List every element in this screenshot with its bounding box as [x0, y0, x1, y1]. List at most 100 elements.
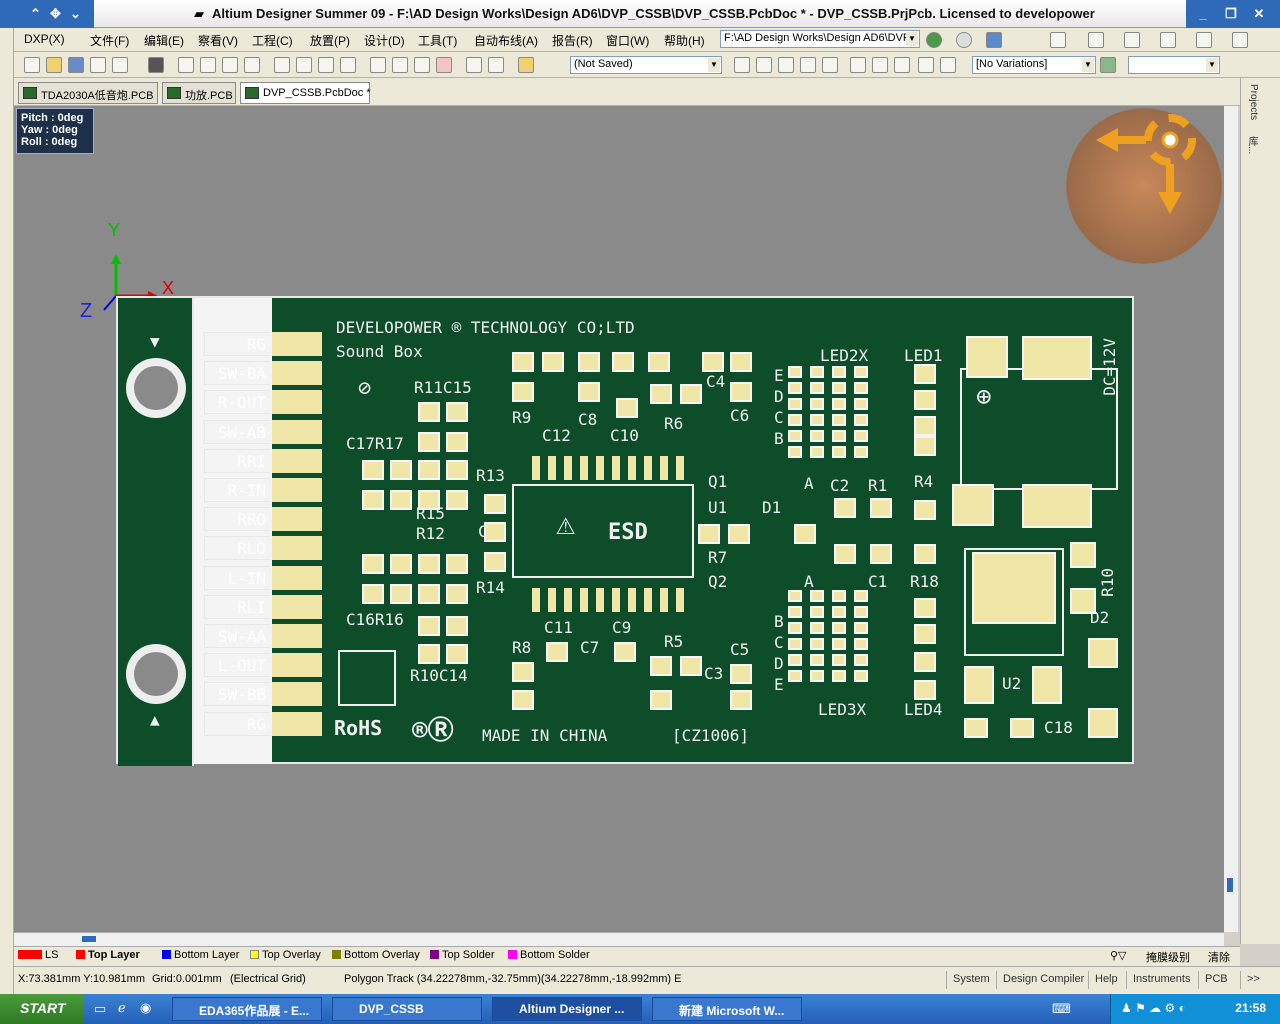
layer-tab-bottom[interactable]: Bottom Layer: [162, 949, 239, 961]
save-icon[interactable]: [68, 57, 84, 73]
home-icon[interactable]: [986, 32, 1002, 48]
tray-icons[interactable]: ♟ ⚑ ☁ ⚙ ◐: [1121, 1001, 1186, 1015]
task-altium[interactable]: Altium Designer ...: [492, 997, 642, 1021]
menu-place[interactable]: 放置(P): [310, 34, 350, 48]
pad-icon[interactable]: [800, 57, 816, 73]
more-panels-button[interactable]: >>: [1240, 971, 1266, 989]
saved-state-combo[interactable]: (Not Saved) ▼: [570, 56, 722, 74]
back-icon[interactable]: [926, 32, 942, 48]
menu-design[interactable]: 设计(D): [364, 34, 405, 48]
diff-pair-icon[interactable]: [756, 57, 772, 73]
text-icon[interactable]: [918, 57, 934, 73]
route-icon[interactable]: [734, 57, 750, 73]
filter-icon[interactable]: [1124, 32, 1140, 48]
tab-amplifier[interactable]: 功放.PCB: [162, 82, 236, 104]
pcb-panel-button[interactable]: PCB: [1198, 971, 1234, 989]
mask-level-button[interactable]: 掩膜级别: [1146, 952, 1190, 964]
layer-tab-bottom-solder[interactable]: Bottom Solder: [508, 949, 590, 961]
horizontal-scroll-thumb[interactable]: [82, 936, 96, 942]
desktop-icon[interactable]: ▭: [94, 1001, 107, 1016]
task-eda365[interactable]: EDA365作品展 - E...: [172, 997, 322, 1021]
print-preview-icon[interactable]: [112, 57, 128, 73]
pcb-3d-canvas[interactable]: Pitch : 0deg Yaw : 0deg Roll : 0deg Y X …: [14, 106, 1224, 932]
print-icon[interactable]: [90, 57, 106, 73]
close-button[interactable]: ✕: [1253, 6, 1265, 21]
tab-dvp-cssb[interactable]: DVP_CSSB.PcbDoc *: [240, 82, 371, 104]
navigation-compass[interactable]: [1066, 108, 1222, 264]
menu-reports[interactable]: 报告(R): [552, 34, 593, 48]
menu-view[interactable]: 察看(V): [198, 34, 238, 48]
open-icon[interactable]: [46, 57, 62, 73]
redo-icon[interactable]: [488, 57, 504, 73]
task-dvp-cssb-folder[interactable]: DVP_CSSB: [332, 997, 482, 1021]
task-word[interactable]: 新建 Microsoft W...: [652, 997, 802, 1021]
menu-dxp[interactable]: DXP(X): [24, 32, 65, 46]
clear-button[interactable]: 清除: [1208, 952, 1230, 964]
select-area-icon[interactable]: [370, 57, 386, 73]
zoom-selected-icon[interactable]: [222, 57, 238, 73]
menu-autoroute[interactable]: 自动布线(A): [474, 34, 538, 48]
paste-icon[interactable]: [318, 57, 334, 73]
via-icon[interactable]: [778, 57, 794, 73]
variations-combo[interactable]: [No Variations] ▼: [972, 56, 1096, 74]
ie-icon[interactable]: ℯ: [118, 1000, 126, 1015]
path-combo[interactable]: F:\AD Design Works\Design AD6\DVP_ ▼: [720, 30, 920, 48]
forward-icon[interactable]: [956, 32, 972, 48]
layer-tab-top-overlay[interactable]: Top Overlay: [250, 949, 321, 961]
zoom-area-icon[interactable]: [200, 57, 216, 73]
cross-probe-icon[interactable]: [518, 57, 534, 73]
quick-launch-icon[interactable]: ◉: [140, 1000, 152, 1015]
new-icon[interactable]: [24, 57, 40, 73]
undo-icon[interactable]: [466, 57, 482, 73]
layers-icon[interactable]: [1088, 32, 1104, 48]
window-icon[interactable]: [1196, 32, 1212, 48]
layer-tab-top-solder[interactable]: Top Solder: [430, 949, 495, 961]
chart-icon[interactable]: [1050, 32, 1066, 48]
variant-manager-icon[interactable]: [1100, 57, 1116, 73]
polygon-icon[interactable]: [894, 57, 910, 73]
zoom-fit-icon[interactable]: [178, 57, 194, 73]
menu-project[interactable]: 工程(C): [252, 34, 293, 48]
down-arrow-icon[interactable]: ⌄: [70, 6, 81, 21]
keyboard-icon[interactable]: ⌨: [1052, 1001, 1071, 1016]
tab-tda2030a[interactable]: TDA2030A低音炮.PCB: [18, 82, 158, 104]
clear-filter-icon[interactable]: [436, 57, 452, 73]
vertical-scroll-thumb[interactable]: [1227, 878, 1233, 892]
rubber-stamp-icon[interactable]: [340, 57, 356, 73]
menu-tools[interactable]: 工具(T): [418, 34, 458, 48]
restore-button[interactable]: ❐: [1225, 6, 1237, 21]
layer-tab-top[interactable]: Top Layer: [76, 949, 140, 961]
start-button[interactable]: START: [0, 994, 84, 1024]
copy-icon[interactable]: [296, 57, 312, 73]
instruments-button[interactable]: Instruments: [1126, 971, 1196, 989]
arc-icon[interactable]: [850, 57, 866, 73]
minimize-button[interactable]: _: [1199, 6, 1207, 21]
deselect-icon[interactable]: [414, 57, 430, 73]
layer-tab-bottom-overlay[interactable]: Bottom Overlay: [332, 949, 420, 961]
menu-help[interactable]: 帮助(H): [664, 34, 705, 48]
3d-view-icon[interactable]: [148, 57, 164, 73]
library-panel-tab[interactable]: 库...: [1246, 136, 1257, 155]
up-arrow-icon[interactable]: ⌃: [30, 6, 41, 21]
cut-icon[interactable]: [274, 57, 290, 73]
fill-icon[interactable]: [872, 57, 888, 73]
filter-toggle-icon[interactable]: ⚲▽: [1110, 950, 1127, 962]
projects-panel-tab[interactable]: Projects: [1248, 84, 1259, 121]
layer-set-toggle[interactable]: LS: [18, 949, 58, 961]
empty-combo[interactable]: ▼: [1128, 56, 1220, 74]
zoom-filter-icon[interactable]: [244, 57, 260, 73]
component-icon[interactable]: [822, 57, 838, 73]
system-panel-button[interactable]: System: [946, 971, 996, 989]
expand-icon[interactable]: ✥: [50, 6, 61, 21]
menu-edit[interactable]: 编辑(E): [144, 34, 184, 48]
array-icon[interactable]: [940, 57, 956, 73]
move-icon[interactable]: [392, 57, 408, 73]
menu-window[interactable]: 窗口(W): [606, 34, 650, 48]
design-compiler-button[interactable]: Design Compiler: [996, 971, 1090, 989]
vertical-scrollbar[interactable]: [1224, 106, 1238, 932]
select-icon[interactable]: [1160, 32, 1176, 48]
menu-file[interactable]: 文件(F): [90, 34, 130, 48]
horizontal-scrollbar[interactable]: [14, 932, 1224, 946]
help-panel-button[interactable]: Help: [1088, 971, 1124, 989]
